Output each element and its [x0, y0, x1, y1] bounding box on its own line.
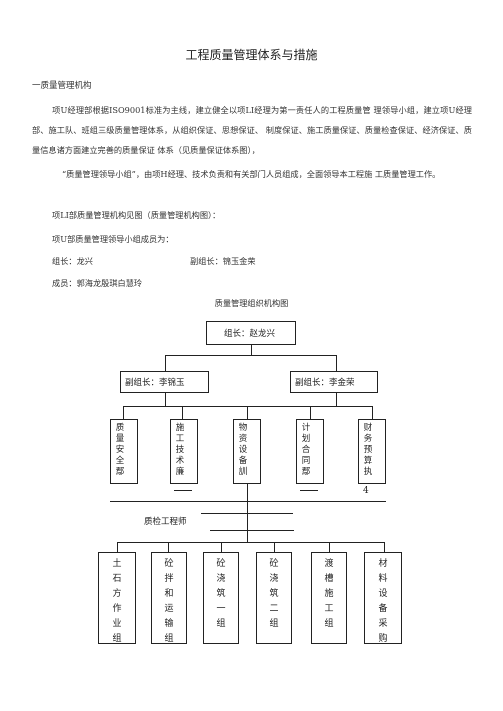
- quality-engineer-label: 质检工程师: [144, 517, 187, 527]
- document-title: 工程质量管理体系与措施: [185, 48, 318, 62]
- org-box-dept-finance: [358, 419, 386, 484]
- team-pouring-2-label: 砼浇筑二组: [269, 559, 279, 629]
- connector-line: [123, 406, 373, 407]
- connector-line: [210, 530, 294, 531]
- team-procurement-label: 材料设备采购: [378, 559, 388, 644]
- dept-finance-extra-mark: 4: [363, 486, 369, 496]
- chart-reference-line: 项LI部质量管理机构见图（质量管理机构图）：: [52, 210, 221, 220]
- connector-line: [251, 345, 252, 355]
- org-box-team-earthwork: [98, 552, 136, 644]
- connector-line: [247, 501, 248, 513]
- connector-line: [329, 542, 330, 552]
- org-box-deputy-left: [120, 371, 209, 393]
- org-box-team-concrete-mixing: [151, 552, 187, 644]
- team-pouring-1-label: 砼浇筑一组: [216, 559, 226, 629]
- connector-line: [117, 542, 384, 543]
- connector-line: [247, 530, 248, 542]
- org-deputy-left-label: 副组长：李锦玉: [125, 378, 185, 388]
- connector-line: [165, 355, 166, 371]
- connector-line: [182, 406, 183, 419]
- team-earthwork-label: 土石方作业组: [112, 559, 122, 644]
- org-box-dept-construction-tech: [170, 419, 198, 484]
- connector-line: [221, 542, 222, 552]
- org-box-team-pouring-2: [256, 552, 292, 644]
- connector-line: [110, 501, 386, 502]
- connector-line: [247, 513, 248, 530]
- connector-line: [165, 393, 166, 406]
- org-box-team-pouring-1: [203, 552, 239, 644]
- connector-line: [174, 490, 192, 491]
- org-box-dept-planning: [296, 419, 324, 484]
- connector-line: [168, 542, 169, 552]
- org-box-dept-materials: [233, 419, 261, 484]
- dept-quality-safety-label: 质量安全鄢: [115, 423, 125, 477]
- connector-line: [117, 542, 118, 552]
- org-chart-title: 质量管理组织机构图: [214, 298, 289, 308]
- connector-line: [247, 484, 248, 501]
- team-aqueduct-label: 渡槽施工组: [324, 559, 334, 629]
- paragraph-leadership-group: “质量管理领导小组”，由项H经理、技术负责和有关部门人员组成，全面领导本工程施 …: [32, 164, 472, 184]
- paragraph-leadership-group-text: “质量管理领导小组”，由项H经理、技术负责和有关部门人员组成，全面领导本工程施 …: [62, 169, 441, 179]
- dept-finance-label: 财务预算执: [363, 423, 373, 477]
- org-box-team-procurement: [364, 552, 402, 644]
- org-box-dept-quality-safety: [110, 419, 138, 484]
- connector-line: [310, 406, 311, 419]
- paragraph-quality-system: 项U经理部根据ISO9001标准为主线，建立健全以项LI经理为第一责任人的工程质…: [32, 100, 472, 160]
- team-concrete-mixing-label: 砼拌和运输组: [164, 559, 174, 644]
- connector-line: [336, 393, 337, 406]
- connector-line: [372, 406, 373, 419]
- org-box-leader: [206, 321, 296, 345]
- dept-planning-label: 计划合同鄢: [301, 423, 311, 477]
- org-box-team-aqueduct: [311, 552, 347, 644]
- org-deputy-right-label: 副组长：李金荣: [295, 378, 355, 388]
- deputy-line: 副组长：锦玉金荣: [190, 256, 256, 266]
- connector-line: [274, 542, 275, 552]
- org-box-deputy-right: [290, 371, 378, 393]
- connector-line: [165, 355, 337, 356]
- connector-line: [300, 490, 318, 491]
- connector-line: [384, 542, 385, 552]
- members-line: 成员：郭海龙殷琪白慧玲: [52, 278, 143, 288]
- connector-line: [247, 406, 248, 419]
- members-intro-line: 项U部质量管理领导小组成员为：: [52, 234, 174, 244]
- dept-construction-tech-label: 施工技术廉: [175, 423, 185, 477]
- section-heading: 一质量管理机构: [32, 81, 92, 91]
- dept-materials-label: 物资设备訓: [238, 423, 248, 477]
- connector-line: [336, 355, 337, 371]
- paragraph-quality-system-text: 项U经理部根据ISO9001标准为主线，建立健全以项LI经理为第一责任人的工程质…: [32, 105, 472, 155]
- leader-line: 组长：龙兴: [52, 256, 93, 266]
- org-leader-label: 组长：赵龙兴: [224, 329, 276, 339]
- connector-line: [123, 406, 124, 419]
